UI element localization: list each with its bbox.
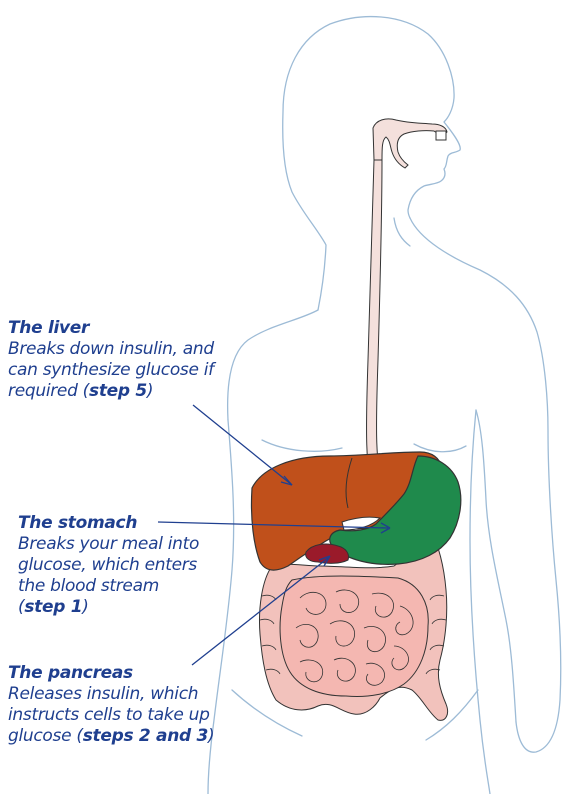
teeth (436, 131, 446, 140)
liver-title: The liver (8, 318, 268, 339)
right-torso-side (470, 410, 490, 794)
pancreas-line-3-pre: glucose ( (8, 726, 83, 746)
chest-line-left (262, 440, 342, 451)
pancreas-line-3-post: ) (208, 726, 214, 746)
stomach-step-ref: step 1 (24, 597, 82, 617)
liver-step-ref: step 5 (89, 381, 147, 401)
pancreas-line-1: Releases insulin, which (8, 684, 198, 704)
stomach-line-4-post: ) (82, 597, 88, 617)
liver-line-3-pre: required ( (8, 381, 89, 401)
liver-pointer (193, 405, 292, 485)
stomach-line-2: glucose, which enters (18, 555, 197, 575)
pancreas-title: The pancreas (8, 663, 258, 684)
mouth-cavity (373, 119, 447, 168)
stomach-title: The stomach (18, 513, 233, 534)
chest-line-right (414, 444, 466, 452)
liver-line-1: Breaks down insulin, and (8, 339, 214, 359)
pancreas-step-ref: steps 2 and 3 (83, 726, 208, 746)
pancreas-line-2: instructs cells to take up (8, 705, 210, 725)
stomach-label: The stomach Breaks your meal into glucos… (18, 513, 233, 618)
right-arm-inner (476, 410, 516, 722)
liver-line-3-post: ) (147, 381, 153, 401)
liver-label: The liver Breaks down insulin, and can s… (8, 318, 268, 402)
liver-line-2: can synthesize glucose if (8, 360, 214, 380)
stomach-line-1: Breaks your meal into (18, 534, 199, 554)
esophagus (366, 119, 447, 505)
neck-crease (394, 218, 410, 246)
pancreas-label: The pancreas Releases insulin, which ins… (8, 663, 258, 747)
stomach-line-3: the blood stream (18, 576, 159, 596)
